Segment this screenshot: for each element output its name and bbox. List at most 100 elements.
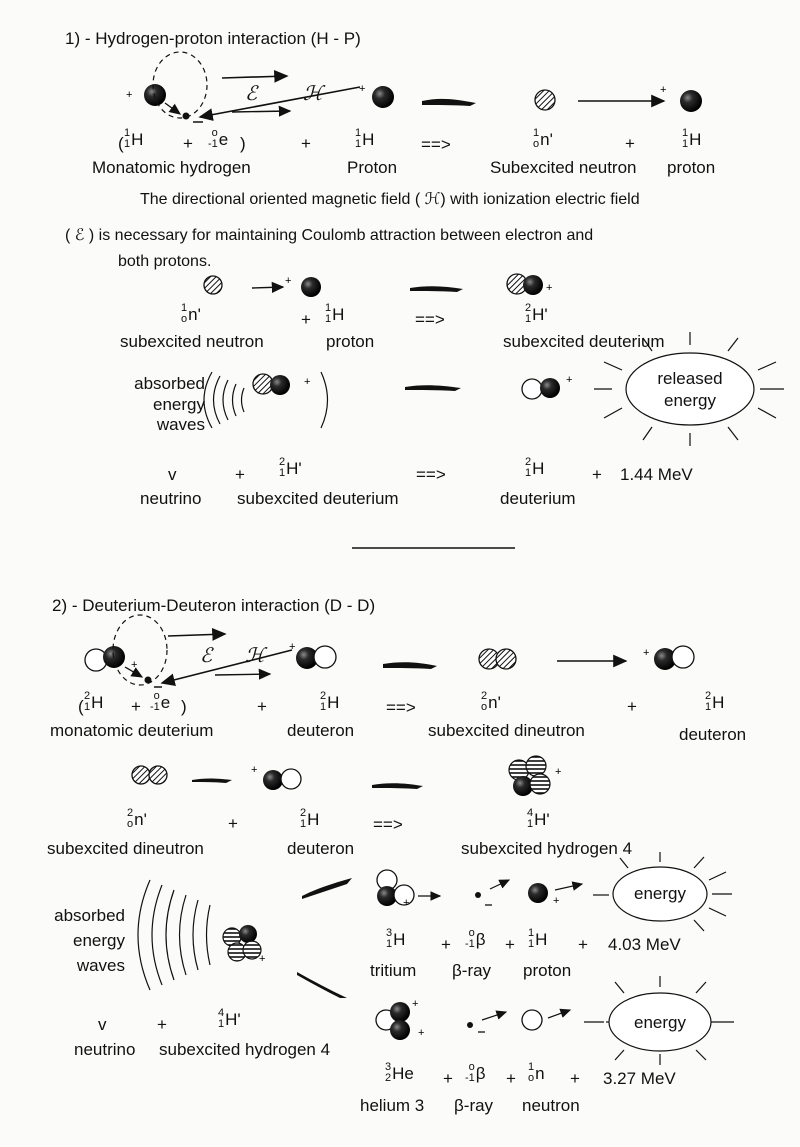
s2-eq3b-energy: 3.27 MeV <box>603 1069 676 1088</box>
s2-label-subexcited-h4-b: subexcited hydrogen 4 <box>159 1040 331 1059</box>
s2-eq1-plus-b: + <box>257 697 267 716</box>
s2-eq1-close: ) <box>181 697 187 716</box>
s2-deuteron-2: + <box>643 645 695 670</box>
s1-label-monatomic-hydrogen: Monatomic hydrogen <box>92 158 251 177</box>
s2-energy-label-b: energy <box>634 1013 686 1032</box>
s1-field-h-symbol: ℋ <box>303 81 323 105</box>
s2-eq4-plus: + <box>157 1015 167 1034</box>
s2-eq1-plus-a: + <box>131 697 141 716</box>
svg-text:+: + <box>251 764 257 776</box>
s2-field-e-symbol: ℰ <box>200 643 213 667</box>
s1-label-deuterium: deuterium <box>500 489 576 508</box>
s1-absorbed-line-1: absorbed <box>134 374 205 393</box>
s2-proton-out: + <box>528 881 584 907</box>
s2-eq2-plus: + <box>228 814 238 833</box>
s2-absorbed-line-3: waves <box>76 956 125 975</box>
s2-deuteron: + <box>289 641 337 669</box>
s1-label-neutrino: neutrino <box>140 489 202 508</box>
s1-released-line-2: energy <box>664 391 716 410</box>
s2-eq3a-plus-c: + <box>578 935 588 954</box>
svg-text:+: + <box>131 659 137 671</box>
svg-text:+: + <box>259 953 265 965</box>
svg-text:+: + <box>546 282 552 294</box>
s1-reaction-arrow-1 <box>422 98 476 106</box>
s1-released-line-1: released <box>657 369 723 388</box>
svg-text:+: + <box>553 895 559 907</box>
s2-label-helium3: helium 3 <box>360 1096 425 1115</box>
s2-energy-burst-b <box>606 976 734 1065</box>
s1-heading: 1) - Hydrogen-proton interaction (H - P) <box>65 29 361 48</box>
s2-energy-label-a: energy <box>634 884 686 903</box>
s1-released-energy-burst <box>603 332 784 446</box>
svg-text:+: + <box>412 998 418 1010</box>
s2-eq3b-plus-a: + <box>443 1069 453 1088</box>
s2-heading: 2) - Deuterium-Deuteron interaction (D -… <box>52 596 376 615</box>
s2-eq3b-plus-b: + <box>506 1069 516 1088</box>
s1-label-subexcited-neutron: Subexcited neutron <box>490 158 637 177</box>
s1-neutron <box>534 89 556 111</box>
s2-absorbed-line-1: absorbed <box>54 906 125 925</box>
s1-eq1-plus-b: + <box>301 134 311 153</box>
s1-reaction-arrow-3 <box>410 286 463 292</box>
s2-label-deuteron-2: deuteron <box>679 725 747 744</box>
s2-dineutron-b <box>131 765 168 785</box>
s1-eq2-plus: + <box>301 310 311 329</box>
s1-eq3-energy: 1.44 MeV <box>620 465 693 484</box>
s2-dineutron <box>478 648 517 670</box>
s1-label-subexcited-neutron-b: subexcited neutron <box>120 332 264 351</box>
s2-label-subexcited-dineutron: subexcited dineutron <box>428 721 585 740</box>
s2-beta-1 <box>475 879 511 906</box>
s2-reaction-arrow-3 <box>372 783 423 789</box>
s2-eq1-open: ( <box>78 697 84 716</box>
s2-eq1-arrow: ==> <box>386 698 416 717</box>
s1-eq3-plus-2: + <box>592 465 602 484</box>
s1-proton: + <box>359 83 394 108</box>
s1-deuterium-absorbing: + <box>252 373 310 395</box>
s2-label-neutron: neutron <box>522 1096 580 1115</box>
s1-eq1-plus-c: + <box>625 134 635 153</box>
s1-eq3-nu: v <box>168 465 177 484</box>
s1-eq3-plus: + <box>235 465 245 484</box>
svg-text:+: + <box>359 83 365 95</box>
s1-deuterium: + <box>521 374 572 400</box>
s2-eq3a-energy: 4.03 MeV <box>608 935 681 954</box>
s1-eq1-close: ) <box>240 134 246 153</box>
svg-text:+: + <box>304 376 310 388</box>
svg-text:+: + <box>660 84 666 96</box>
s1-eq1-plus-a: + <box>183 134 193 153</box>
s1-paragraph-line-2: ( ℰ ) is necessary for maintaining Coulo… <box>65 227 594 244</box>
s1-field-arrows <box>198 69 361 121</box>
s2-label-beta-ray-b: β-ray <box>454 1096 494 1115</box>
s2-eq1-plus-c: + <box>627 697 637 716</box>
s2-label-beta-ray-a: β-ray <box>452 961 492 980</box>
s2-reaction-arrow-2 <box>192 778 232 783</box>
s2-label-subexcited-h4: subexcited hydrogen 4 <box>461 839 633 858</box>
s2-label-deuteron: deuteron <box>287 721 355 740</box>
s1-neutron-b <box>203 275 223 295</box>
s2-tritium: + <box>376 869 415 909</box>
s2-neutron-out <box>521 1008 572 1031</box>
s1-label-proton-2: proton <box>667 158 716 177</box>
svg-text:+: + <box>555 766 561 778</box>
s2-energy-burst-a <box>612 852 732 932</box>
s2-field-arrows <box>160 628 293 687</box>
